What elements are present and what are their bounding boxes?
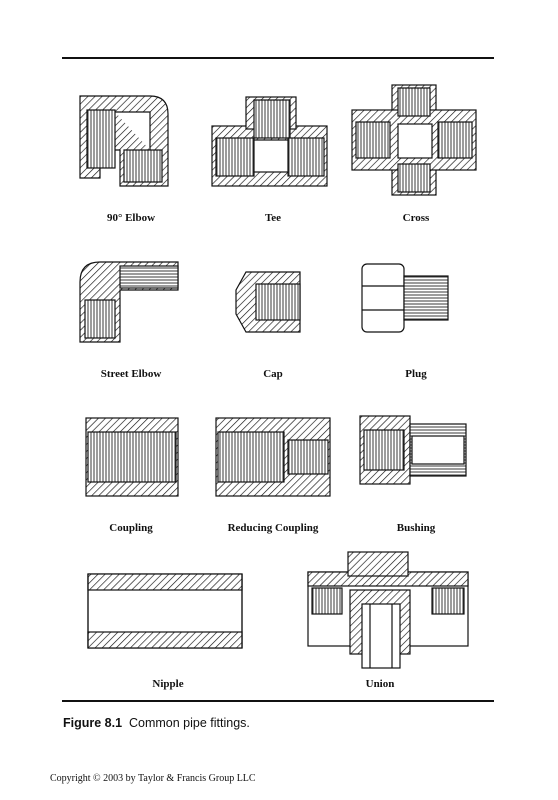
street-elbow-drawing <box>79 261 179 343</box>
label-coupling: Coupling <box>109 522 153 534</box>
tee-drawing <box>211 96 328 187</box>
nipple-drawing <box>87 573 243 649</box>
label-90-elbow: 90° Elbow <box>106 212 156 224</box>
union-drawing <box>307 551 469 669</box>
bottom-rule <box>62 700 494 702</box>
label-union: Union <box>365 678 395 690</box>
label-cap: Cap <box>263 368 283 380</box>
figure-caption-number: Figure 8.1 <box>63 716 123 730</box>
figure-caption: Figure 8.1 Common pipe fittings. <box>63 716 250 730</box>
plug-drawing <box>361 263 449 333</box>
label-nipple: Nipple <box>152 678 184 690</box>
label-tee: Tee <box>264 212 282 224</box>
label-cross: Cross <box>402 212 430 224</box>
copyright-notice: Copyright © 2003 by Taylor & Francis Gro… <box>50 773 256 784</box>
label-plug: Plug <box>405 368 427 380</box>
coupling-drawing <box>85 417 179 497</box>
reducing-coupling-drawing <box>215 417 331 497</box>
label-reducing-coupling: Reducing Coupling <box>227 522 319 534</box>
elbow-90-drawing <box>79 95 169 187</box>
label-street-elbow: Street Elbow <box>100 368 162 380</box>
cap-drawing <box>235 271 301 333</box>
figure-caption-text: Common pipe fittings. <box>129 716 250 730</box>
bushing-drawing <box>359 415 467 485</box>
cross-drawing <box>351 84 477 196</box>
top-rule <box>62 57 494 59</box>
label-bushing: Bushing <box>396 522 436 534</box>
